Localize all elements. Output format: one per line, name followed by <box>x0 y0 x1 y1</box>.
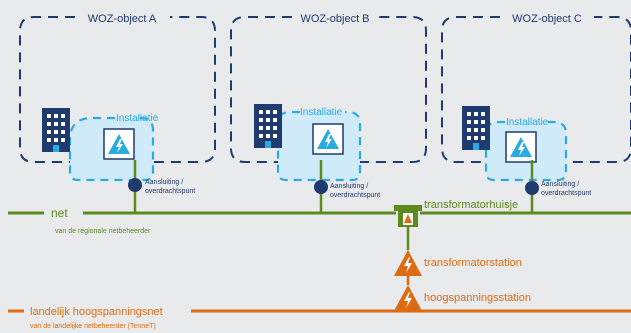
woz-object-a-title: WOZ-object A <box>88 13 157 25</box>
building-icon-c <box>462 106 490 150</box>
installatie-label-a: Installatie <box>116 113 159 124</box>
hoogspanningsstation-icon <box>394 285 422 311</box>
building-icon-b <box>254 104 282 148</box>
installatie-icon-b <box>312 123 344 155</box>
woz-object-b-title: WOZ-object B <box>300 13 369 25</box>
aansluiting-label-c-line1: Aansluiting / <box>541 181 579 188</box>
aansluiting-label-a-line2: overdrachtspunt <box>145 188 195 195</box>
aansluiting-label-a-line1: Aansluiting / <box>145 179 183 186</box>
installatie-label-c: Installatie <box>506 117 549 128</box>
transformatorstation-icon <box>394 250 422 276</box>
aansluiting-point-a <box>128 178 142 192</box>
net-sublabel: van de regionale netbeheerder <box>55 228 151 235</box>
woz-object-c-frame <box>441 16 631 163</box>
aansluiting-point-c <box>525 181 539 195</box>
aansluiting-label-c-line2: overdrachtspunt <box>541 190 591 197</box>
landelijk-sublabel: van de landelijke netbeheerder (TenneT) <box>30 323 156 330</box>
installatie-label-b: Installatie <box>300 107 343 118</box>
woz-object-a-frame <box>19 16 216 163</box>
woz-object-c-title: WOZ-object C <box>512 13 582 25</box>
landelijk-label: landelijk hoogspanningsnet <box>30 306 163 318</box>
aansluiting-label-b-line2: overdrachtspunt <box>330 192 380 199</box>
aansluiting-point-b <box>314 180 328 194</box>
building-icon-a <box>42 108 70 152</box>
transformatorhuisje-label: transformatorhuisje <box>424 199 518 211</box>
net-label: net <box>51 206 68 220</box>
aansluiting-label-b-line1: Aansluiting / <box>330 183 368 190</box>
hoogspanningsstation-label: hoogspanningsstation <box>424 292 531 304</box>
transformatorhuisje-icon <box>394 205 422 227</box>
installatie-icon-c <box>505 131 537 163</box>
transformatorstation-label: transformatorstation <box>424 257 522 269</box>
installatie-icon-a <box>103 128 135 160</box>
